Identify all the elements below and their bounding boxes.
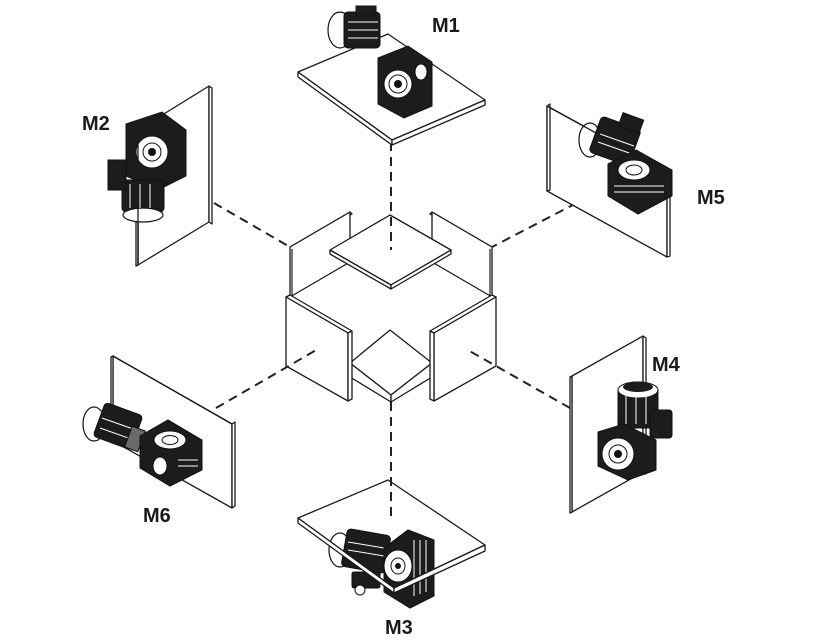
position-m2: M2 <box>82 85 213 267</box>
position-m6: M6 <box>82 355 236 527</box>
position-m3: M3 <box>297 479 486 639</box>
connector-m6 <box>215 348 319 409</box>
box-bottom-plate <box>349 329 433 403</box>
label-m1: M1 <box>432 15 460 37</box>
box-wall-front-left <box>285 294 353 402</box>
label-m5: M5 <box>697 187 725 209</box>
gearmotor-m6 <box>82 402 203 487</box>
label-m6: M6 <box>143 505 171 527</box>
connector-m4 <box>465 348 571 409</box>
gearmotor-m4 <box>597 381 673 481</box>
position-m5: M5 <box>546 103 725 258</box>
label-m3: M3 <box>385 617 413 639</box>
position-m4: M4 <box>569 335 681 514</box>
box-wall-front-right <box>429 294 497 402</box>
label-m4: M4 <box>652 354 681 376</box>
gearmotor-m2 <box>107 111 187 223</box>
gearmotor-m1 <box>327 5 433 119</box>
box-wall-back-left <box>289 211 353 298</box>
position-m1: M1 <box>297 5 486 146</box>
label-m2: M2 <box>82 113 110 135</box>
